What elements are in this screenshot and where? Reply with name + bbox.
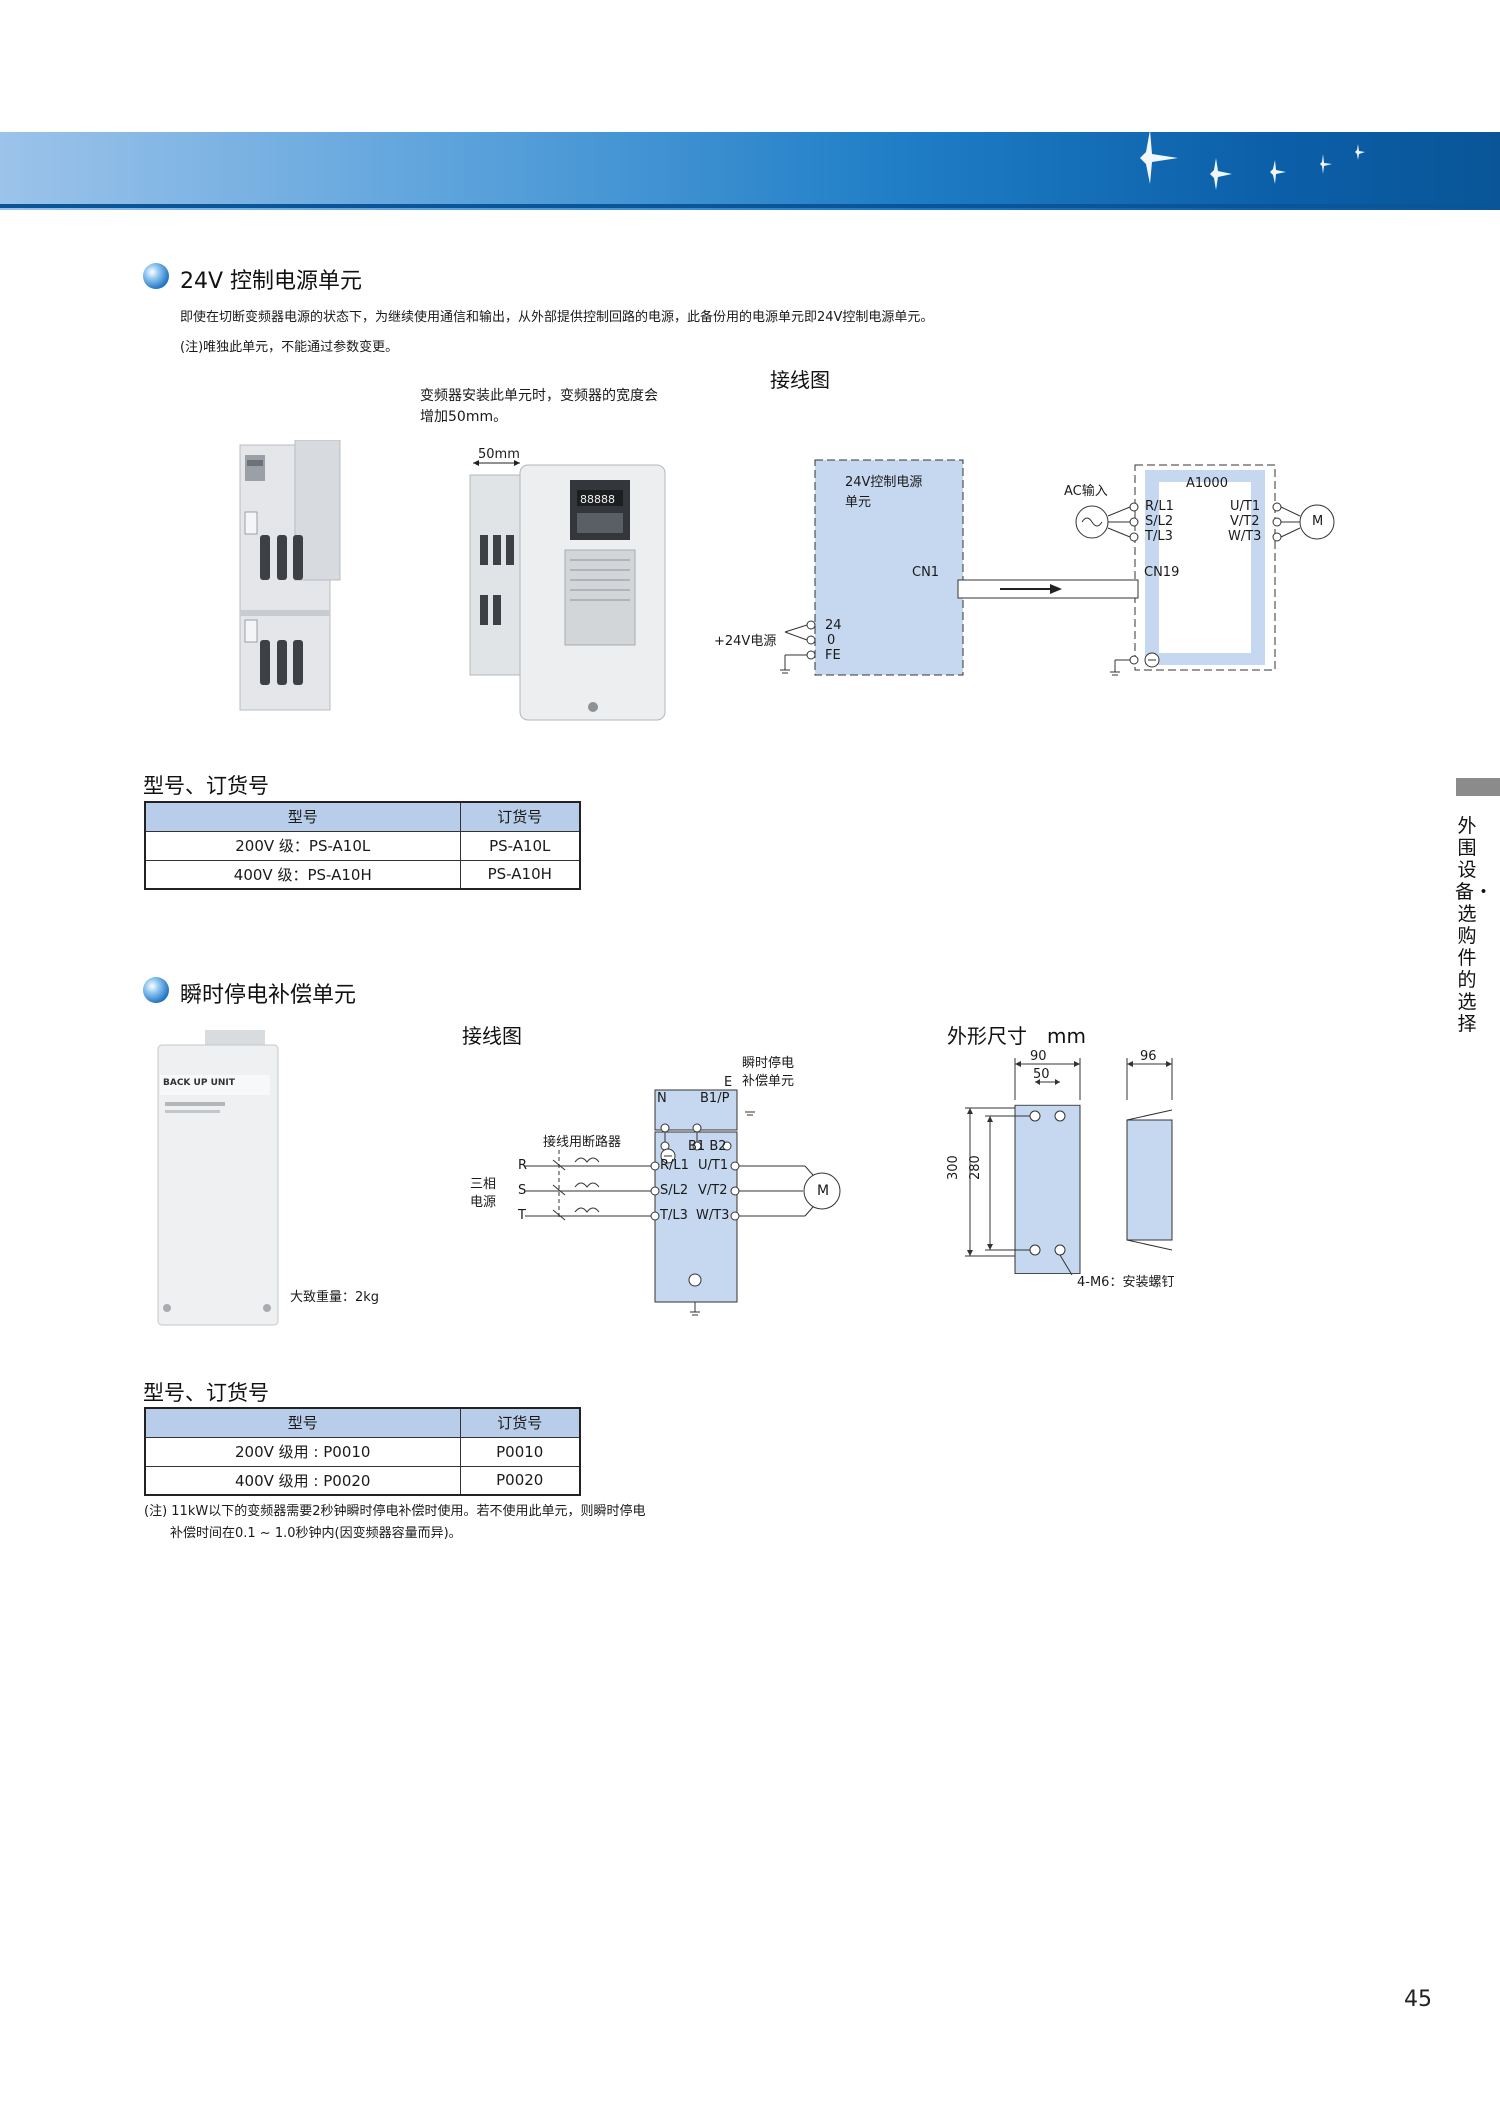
- table1-header-model: 型号: [144, 801, 461, 832]
- cn1-label: CN1: [912, 565, 940, 580]
- wiring-title-2: 接线图: [462, 1024, 522, 1048]
- phase-t: T: [518, 1208, 526, 1223]
- phase-s: S: [518, 1183, 527, 1198]
- motor-label-1: M: [1312, 514, 1324, 529]
- model-heading-1: 型号、订货号: [143, 774, 269, 798]
- inverter-with-unit-image: 88888: [469, 460, 666, 721]
- table-cell: 400V 级：PS-A10H: [144, 859, 461, 890]
- dimension-50mm-label: 50mm: [478, 447, 520, 462]
- terminal-r: R/L1: [1145, 499, 1174, 514]
- dim-w50: 50: [1033, 1067, 1050, 1082]
- table-cell: PS-A10H: [459, 859, 581, 890]
- terminal-u: U/T1: [1230, 499, 1261, 514]
- table-row: 200V 级用 : P0010 P0010: [144, 1436, 581, 1467]
- wiring-diagram-1: [780, 459, 1335, 676]
- page-number: 45: [1404, 1987, 1432, 2012]
- star-decoration-icon: [1140, 130, 1365, 190]
- terminal-rl1: R/L1: [660, 1158, 689, 1173]
- phase-r: R: [518, 1158, 528, 1173]
- model-table-1: 型号 订货号 200V 级：PS-A10L PS-A10L 400V 级：PS-…: [144, 801, 581, 890]
- terminal-w: W/T3: [1228, 529, 1262, 544]
- power-unit-image: [239, 440, 341, 711]
- section-bullet-icon: [143, 263, 169, 289]
- terminal-wt3: W/T3: [696, 1208, 730, 1223]
- side-tab-text: 外围设备・选购件的选择: [1455, 815, 1494, 1035]
- terminal-fe: FE: [825, 648, 841, 663]
- backup-unit-image: [157, 1030, 279, 1326]
- table-cell: PS-A10L: [459, 830, 581, 861]
- terminal-0: 0: [827, 633, 836, 648]
- terminal-tl3: T/L3: [660, 1208, 688, 1223]
- cn19-label: CN19: [1144, 565, 1180, 580]
- backup-unit-label: BACK UP UNIT: [163, 1078, 235, 1088]
- outline-dimension-drawing: [965, 1058, 1173, 1276]
- wiring-title-1: 接线图: [770, 368, 830, 392]
- backup-unit-line1: 瞬时停电: [742, 1056, 795, 1071]
- header-banner: [0, 132, 1500, 210]
- screw-label: 4-M6：安装螺钉: [1077, 1275, 1175, 1290]
- table2-header-model: 型号: [144, 1407, 461, 1438]
- three-phase-line1: 三相: [470, 1177, 497, 1192]
- terminal-v: V/T2: [1230, 514, 1260, 529]
- a1000-label: A1000: [1186, 476, 1228, 491]
- table-cell: 200V 级用 : P0010: [144, 1436, 461, 1467]
- terminal-t: T/L3: [1145, 529, 1173, 544]
- ac-input-label: AC输入: [1064, 484, 1108, 499]
- section2-title: 瞬时停电补偿单元: [180, 983, 357, 1008]
- three-phase-line2: 电源: [470, 1195, 497, 1210]
- terminal-ut1: U/T1: [698, 1158, 729, 1173]
- side-tab-marker: [1456, 778, 1500, 796]
- terminal-b1p: B1/P: [700, 1091, 730, 1106]
- section1-note: (注)唯独此单元，不能通过参数变更。: [180, 340, 399, 355]
- model-table-2: 型号 订货号 200V 级用 : P0010 P0010 400V 级用 : P…: [144, 1407, 581, 1496]
- dim-title: 外形尺寸 mm: [947, 1024, 1086, 1048]
- header-rule: [0, 204, 1500, 208]
- section1-title: 24V 控制电源单元: [180, 269, 363, 294]
- power-24v-label: +24V电源: [714, 634, 777, 649]
- dim-h300: 300: [946, 1155, 961, 1180]
- dim-d96: 96: [1140, 1049, 1157, 1064]
- wiring-diagram-2: [525, 1089, 841, 1316]
- table-row: 400V 级用 : P0020 P0020: [144, 1465, 581, 1496]
- table1-header-order: 订货号: [459, 801, 581, 832]
- terminal-sl2: S/L2: [660, 1183, 689, 1198]
- terminal-vt2: V/T2: [698, 1183, 728, 1198]
- motor-label-2: M: [817, 1183, 830, 1199]
- table2-header-order: 订货号: [459, 1407, 581, 1438]
- dim-w90: 90: [1030, 1049, 1047, 1064]
- terminal-e: E: [724, 1075, 733, 1090]
- section2-note-line1: (注) 11kW以下的变频器需要2秒钟瞬时停电补偿时使用。若不使用此单元，则瞬时…: [144, 1504, 646, 1519]
- backup-unit-line2: 补偿单元: [742, 1074, 795, 1089]
- section-bullet-icon: [143, 977, 169, 1003]
- table-cell: 400V 级用 : P0020: [144, 1465, 461, 1496]
- svg-text:88888: 88888: [580, 493, 615, 506]
- breaker-label: 接线用断路器: [543, 1135, 622, 1150]
- terminal-24: 24: [825, 618, 842, 633]
- weight-label: 大致重量：2kg: [290, 1290, 380, 1305]
- section1-description: 即使在切断变频器电源的状态下，为继续使用通信和输出，从外部提供控制回路的电源，此…: [180, 310, 934, 325]
- model-heading-2: 型号、订货号: [143, 1381, 269, 1405]
- terminal-b1b2: B1 B2: [688, 1139, 727, 1154]
- unit-label-line2: 单元: [845, 495, 872, 510]
- table-cell: P0010: [459, 1436, 581, 1467]
- section2-note-line2: 补偿时间在0.1 ~ 1.0秒钟内(因变频器容量而异)。: [170, 1526, 462, 1541]
- table-row: 200V 级：PS-A10L PS-A10L: [144, 830, 581, 861]
- width-note-line1: 变频器安装此单元时，变频器的宽度会: [420, 388, 658, 404]
- table-row: 400V 级：PS-A10H PS-A10H: [144, 859, 581, 890]
- terminal-n: N: [657, 1091, 667, 1106]
- width-note-line2: 增加50mm。: [420, 409, 508, 425]
- table-cell: 200V 级：PS-A10L: [144, 830, 461, 861]
- unit-label-line1: 24V控制电源: [845, 475, 923, 490]
- table-cell: P0020: [459, 1465, 581, 1496]
- terminal-s: S/L2: [1145, 514, 1174, 529]
- dim-h280: 280: [968, 1155, 983, 1180]
